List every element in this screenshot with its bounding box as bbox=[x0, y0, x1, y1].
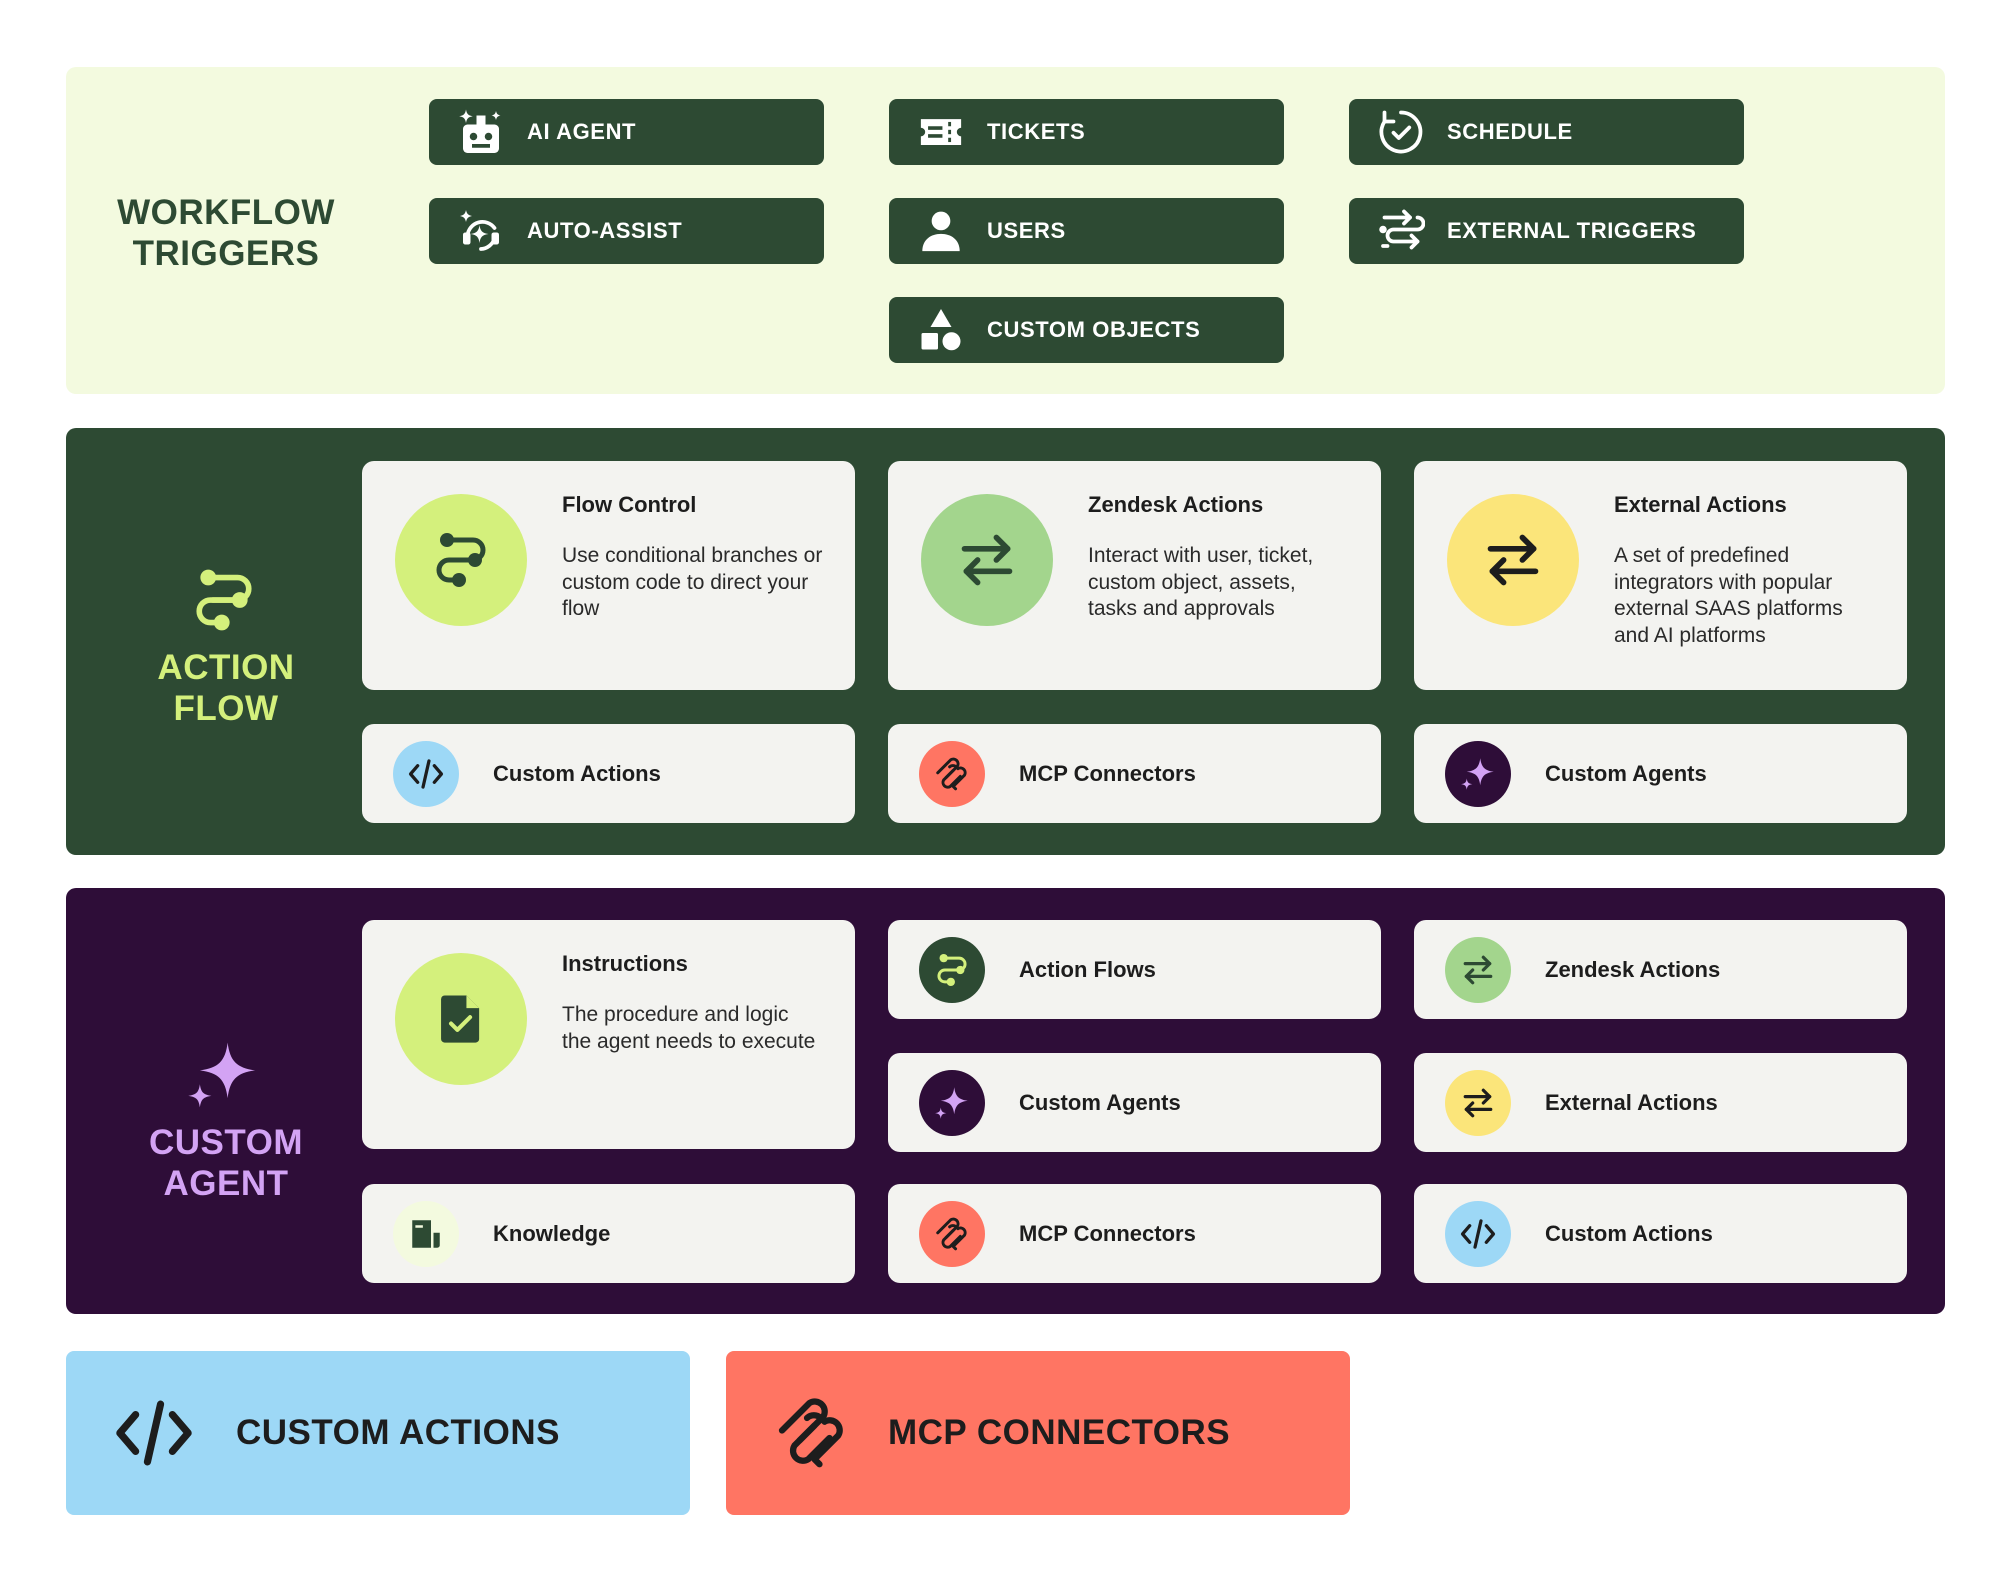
card-title: Flow Control bbox=[562, 492, 697, 517]
code-icon bbox=[393, 740, 459, 807]
trigger-users[interactable]: USERS bbox=[889, 198, 1284, 264]
sparkle-icon bbox=[919, 1069, 985, 1136]
card-title: External Actions bbox=[1614, 492, 1787, 517]
trigger-label: SCHEDULE bbox=[1447, 119, 1573, 144]
card-description: The procedure and logic the agent needs … bbox=[562, 1003, 816, 1053]
trigger-external-triggers[interactable]: EXTERNAL TRIGGERS bbox=[1349, 198, 1744, 264]
instructions-card[interactable]: Instructions The procedure and logic the… bbox=[362, 920, 855, 1149]
title-line-2: FLOW bbox=[173, 689, 279, 728]
headset-sparkle-icon bbox=[451, 201, 511, 261]
swap-arrows-icon bbox=[1447, 494, 1579, 626]
flow-control-card[interactable]: Flow Control Use conditional branches or… bbox=[362, 461, 855, 690]
action-flow-title: ACTION FLOW bbox=[126, 647, 326, 729]
custom-agents-pill[interactable]: Custom Agents bbox=[1414, 724, 1907, 823]
title-line-2: AGENT bbox=[163, 1164, 289, 1203]
trigger-ai-agent[interactable]: AI AGENT bbox=[429, 99, 824, 165]
swap-arrows-icon bbox=[1445, 1069, 1511, 1136]
trigger-tickets[interactable]: TICKETS bbox=[889, 99, 1284, 165]
code-icon bbox=[112, 1391, 196, 1475]
workflow-triggers-title: WORKFLOW TRIGGERS bbox=[106, 192, 346, 274]
action-flow-panel: ACTION FLOW Flow Control Use conditional… bbox=[66, 428, 1945, 855]
card-description: Use conditional branches or custom code … bbox=[562, 544, 823, 620]
pill-label: Custom Agents bbox=[1545, 760, 1707, 786]
title-line-1: WORKFLOW bbox=[117, 193, 335, 232]
knowledge-pill[interactable]: Knowledge bbox=[362, 1184, 855, 1283]
external-actions-pill[interactable]: External Actions bbox=[1414, 1053, 1907, 1152]
mcp-icon bbox=[772, 1393, 852, 1473]
swap-arrows-icon bbox=[921, 494, 1053, 626]
pill-label: External Actions bbox=[1545, 1089, 1718, 1115]
card-description: Interact with user, ticket, custom objec… bbox=[1088, 544, 1314, 620]
user-icon bbox=[911, 201, 971, 261]
custom-agent-title: CUSTOM AGENT bbox=[126, 1122, 326, 1204]
pill-label: Action Flows bbox=[1019, 956, 1156, 982]
mcp-connectors-label: MCP CONNECTORS bbox=[888, 1413, 1231, 1452]
ticket-icon bbox=[911, 102, 971, 162]
trigger-schedule[interactable]: SCHEDULE bbox=[1349, 99, 1744, 165]
flow-branch-icon bbox=[919, 936, 985, 1003]
external-trigger-icon bbox=[1371, 201, 1431, 261]
flow-branch-icon bbox=[188, 564, 260, 641]
trigger-custom-objects[interactable]: CUSTOM OBJECTS bbox=[889, 297, 1284, 363]
custom-agents-pill[interactable]: Custom Agents bbox=[888, 1053, 1381, 1152]
swap-arrows-icon bbox=[1445, 936, 1511, 1003]
card-description: A set of predefined integrators with pop… bbox=[1614, 544, 1843, 647]
clock-check-icon bbox=[1371, 102, 1431, 162]
zendesk-actions-pill[interactable]: Zendesk Actions bbox=[1414, 920, 1907, 1019]
mcp-connectors-pill[interactable]: MCP Connectors bbox=[888, 724, 1381, 823]
mcp-icon bbox=[919, 740, 985, 807]
workflow-triggers-panel: WORKFLOW TRIGGERS AI AGENT TICKETS SCHED… bbox=[66, 67, 1945, 394]
trigger-label: TICKETS bbox=[987, 119, 1086, 144]
title-line-1: CUSTOM bbox=[148, 1123, 304, 1162]
mcp-connectors-box[interactable]: MCP CONNECTORS bbox=[726, 1351, 1350, 1515]
pill-label: Knowledge bbox=[493, 1220, 611, 1246]
flow-branch-icon bbox=[395, 494, 527, 626]
document-check-icon bbox=[395, 953, 527, 1085]
pill-label: Custom Actions bbox=[493, 760, 661, 786]
robot-icon bbox=[451, 102, 511, 162]
custom-actions-label: CUSTOM ACTIONS bbox=[236, 1413, 560, 1452]
shapes-icon bbox=[911, 300, 971, 360]
sparkle-icon bbox=[1445, 740, 1511, 807]
custom-actions-box[interactable]: CUSTOM ACTIONS bbox=[66, 1351, 690, 1515]
trigger-label: AI AGENT bbox=[527, 119, 637, 144]
pill-label: Custom Agents bbox=[1019, 1089, 1181, 1115]
pill-label: Zendesk Actions bbox=[1545, 956, 1721, 982]
custom-actions-pill[interactable]: Custom Actions bbox=[1414, 1184, 1907, 1283]
trigger-label: CUSTOM OBJECTS bbox=[987, 317, 1201, 342]
external-actions-card[interactable]: External Actions A set of predefined int… bbox=[1414, 461, 1907, 690]
card-title: Instructions bbox=[562, 951, 688, 976]
title-line-1: ACTION bbox=[157, 648, 295, 687]
card-title: Zendesk Actions bbox=[1088, 492, 1264, 517]
code-icon bbox=[1445, 1200, 1511, 1267]
trigger-label: EXTERNAL TRIGGERS bbox=[1447, 218, 1697, 243]
custom-agent-panel: CUSTOM AGENT Instructions The procedure … bbox=[66, 888, 1945, 1314]
zendesk-actions-card[interactable]: Zendesk Actions Interact with user, tick… bbox=[888, 461, 1381, 690]
pill-label: MCP Connectors bbox=[1019, 760, 1196, 786]
title-line-2: TRIGGERS bbox=[132, 234, 320, 273]
mcp-icon bbox=[919, 1200, 985, 1267]
trigger-label: AUTO-ASSIST bbox=[527, 218, 683, 243]
action-flows-pill[interactable]: Action Flows bbox=[888, 920, 1381, 1019]
custom-actions-pill[interactable]: Custom Actions bbox=[362, 724, 855, 823]
pill-label: MCP Connectors bbox=[1019, 1220, 1196, 1246]
trigger-label: USERS bbox=[987, 218, 1066, 243]
knowledge-icon bbox=[393, 1200, 459, 1267]
mcp-connectors-pill[interactable]: MCP Connectors bbox=[888, 1184, 1381, 1283]
sparkle-icon bbox=[186, 1038, 260, 1117]
pill-label: Custom Actions bbox=[1545, 1220, 1713, 1246]
trigger-auto-assist[interactable]: AUTO-ASSIST bbox=[429, 198, 824, 264]
